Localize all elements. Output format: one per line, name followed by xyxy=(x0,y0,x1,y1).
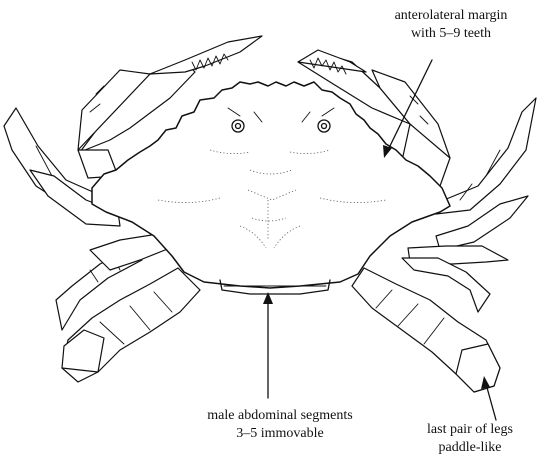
abdominal-segments-line2: 3–5 immovable xyxy=(170,425,390,443)
anterolateral-margin-line1: anterolateral margin xyxy=(360,7,542,25)
last-legs-line2: paddle-like xyxy=(398,439,542,457)
last-legs-label: last pair of legs paddle-like xyxy=(398,421,542,457)
anterolateral-margin-label: anterolateral margin with 5–9 teeth xyxy=(360,7,542,43)
abdominal-segments-label: male abdominal segments 3–5 immovable xyxy=(170,407,390,443)
last-legs-line1: last pair of legs xyxy=(398,421,542,439)
abdominal-segments-line1: male abdominal segments xyxy=(170,407,390,425)
anterolateral-margin-line2: with 5–9 teeth xyxy=(360,25,542,43)
